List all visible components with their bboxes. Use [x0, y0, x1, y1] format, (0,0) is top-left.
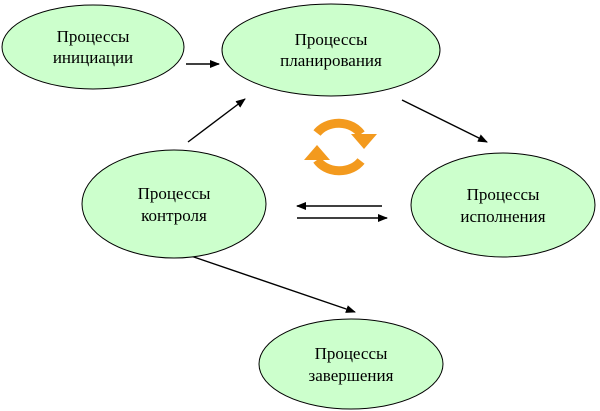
- node-control-line1: Процессы: [138, 184, 211, 203]
- arrow-control-to-planning: [187, 98, 246, 143]
- node-planning-line1: Процессы: [295, 30, 368, 49]
- node-initiation: Процессы инициации: [1, 4, 185, 90]
- cycle-arrows-icon: [304, 118, 377, 176]
- node-control-line2: контроля: [141, 206, 207, 225]
- node-execution-line1: Процессы: [467, 185, 540, 204]
- node-initiation-line2: инициации: [53, 48, 133, 67]
- node-closing-line1: Процессы: [315, 344, 388, 363]
- node-control: Процессы контроля: [81, 149, 267, 259]
- node-planning-line2: планирования: [280, 51, 382, 70]
- node-closing-line2: завершения: [309, 366, 394, 385]
- node-planning: Процессы планирования: [221, 3, 441, 97]
- cycle-arrowhead-right: [351, 134, 377, 149]
- arrow-planning-to-execution: [401, 99, 488, 143]
- cycle-arc-bottom: [313, 157, 365, 176]
- cycle-arc-top: [313, 118, 365, 137]
- cycle-arrowhead-left: [304, 145, 330, 160]
- arrow-control-to-closing: [187, 254, 356, 313]
- node-execution-line2: исполнения: [460, 207, 545, 226]
- node-execution: Процессы исполнения: [410, 152, 596, 258]
- node-initiation-line1: Процессы: [57, 27, 130, 46]
- node-closing: Процессы завершения: [258, 318, 444, 410]
